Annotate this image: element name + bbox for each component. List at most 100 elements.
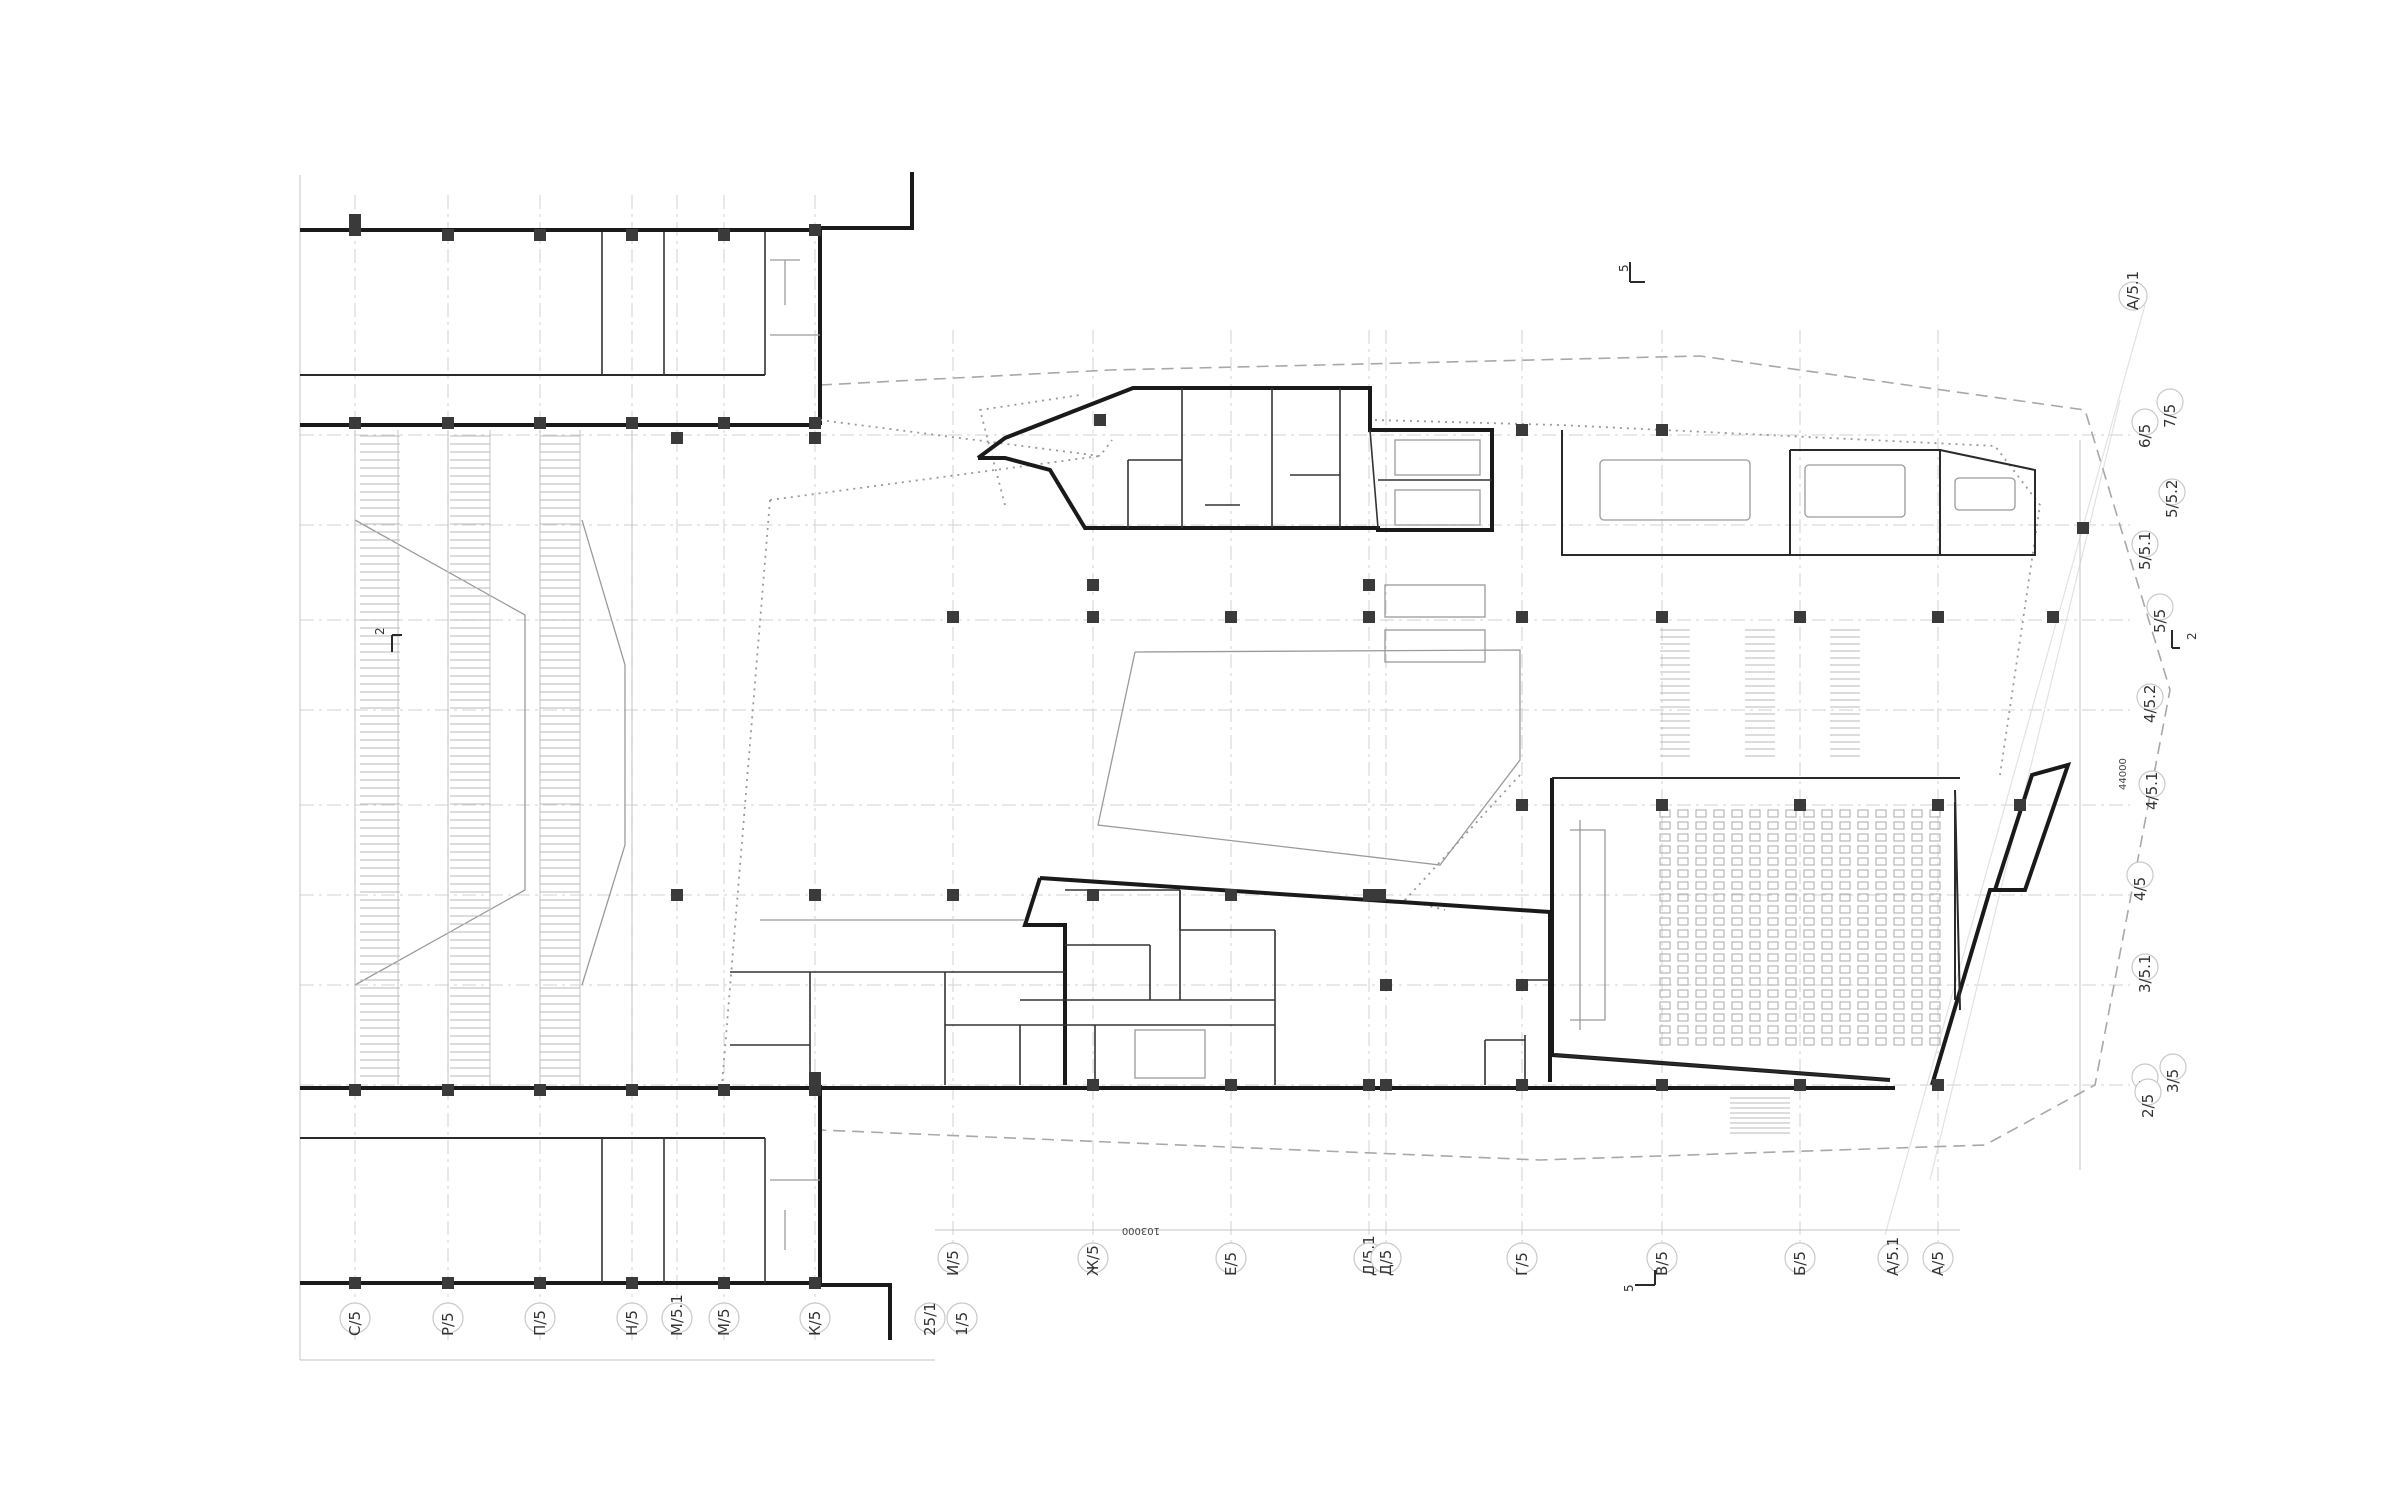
seat (1785, 905, 1797, 914)
seat (1839, 965, 1851, 974)
axis-bubble-r552: 5/5.2 (2158, 478, 2186, 518)
seat (1839, 845, 1851, 854)
seat (1659, 893, 1671, 902)
seat (1893, 953, 1905, 962)
structural-column (2047, 611, 2059, 623)
axis-bubble-G5: Г/5 (1506, 1242, 1538, 1276)
structural-column (809, 889, 821, 901)
section-mark-5-bottom: 5 (1622, 1270, 1656, 1292)
seat (1695, 893, 1707, 902)
seat (1803, 989, 1815, 998)
seat (1695, 809, 1707, 818)
seat (1731, 953, 1743, 962)
seat (1785, 929, 1797, 938)
seat (1677, 989, 1689, 998)
seat (1911, 857, 1923, 866)
dimensions: 103000 44000 (1122, 758, 2129, 1236)
seat (1749, 929, 1761, 938)
seat (1767, 857, 1779, 866)
seat (1731, 941, 1743, 950)
seat (1749, 857, 1761, 866)
seat (1767, 989, 1779, 998)
seat (1893, 869, 1905, 878)
auditorium-seats (1659, 809, 1941, 1046)
axis-bubble-E5: Е/5 (1215, 1242, 1247, 1276)
seat (1731, 857, 1743, 866)
seat (1839, 1025, 1851, 1034)
seat (1857, 881, 1869, 890)
seat (1821, 929, 1833, 938)
seat (1821, 845, 1833, 854)
seat (1695, 1025, 1707, 1034)
seat (1767, 1025, 1779, 1034)
seat (1785, 941, 1797, 950)
axis-label-r351: 3/5.1 (2136, 955, 2154, 993)
axis-bubble-r351: 3/5.1 (2131, 953, 2159, 993)
axis-label-G5: Г/5 (1513, 1252, 1531, 1276)
seat (1929, 857, 1941, 866)
structural-column (809, 417, 821, 429)
axis-label-I5: И/5 (944, 1250, 962, 1276)
seat (1767, 1001, 1779, 1010)
seat (1731, 1013, 1743, 1022)
seat (1659, 941, 1671, 950)
axis-bubble-r451: 4/5.1 (2138, 770, 2166, 810)
structural-column (1516, 799, 1528, 811)
seat (1857, 917, 1869, 926)
structural-column (626, 229, 638, 241)
seat (1749, 1013, 1761, 1022)
seat (1821, 869, 1833, 878)
seat (1929, 881, 1941, 890)
axis-label-Pi5: П/5 (531, 1310, 549, 1336)
axis-label-Zh5: Ж/5 (1084, 1245, 1102, 1276)
structural-column (1094, 414, 1106, 426)
seat (1911, 1001, 1923, 1010)
structural-column (1794, 799, 1806, 811)
columns (349, 214, 2089, 1289)
axis-bubble-A5: А/5 (1922, 1242, 1954, 1276)
structural-column (349, 1084, 361, 1096)
seat (1749, 869, 1761, 878)
axis-bubble-K5: К/5 (799, 1302, 831, 1336)
seat (1911, 929, 1923, 938)
seat (1803, 833, 1815, 842)
structural-column (1794, 611, 1806, 623)
seat (1911, 905, 1923, 914)
seat (1803, 905, 1815, 914)
seat (1821, 821, 1833, 830)
seat (1839, 893, 1851, 902)
seat (1893, 1001, 1905, 1010)
seat (1677, 977, 1689, 986)
structural-column (1932, 799, 1944, 811)
seat (1911, 845, 1923, 854)
seat (1893, 893, 1905, 902)
axis-bubble-r35: 3/5 (2159, 1053, 2187, 1093)
seat (1803, 977, 1815, 986)
seat (1929, 1001, 1941, 1010)
seat (1911, 893, 1923, 902)
structural-column (2077, 522, 2089, 534)
seat (1875, 965, 1887, 974)
seat (1857, 929, 1869, 938)
seat (1929, 953, 1941, 962)
seat (1821, 977, 1833, 986)
seat (1677, 845, 1689, 854)
seat (1695, 881, 1707, 890)
seat (1875, 821, 1887, 830)
conference-rooms (1561, 430, 2036, 556)
structural-column (1087, 1079, 1099, 1091)
seat (1659, 977, 1671, 986)
axis-bubble-V5: В/5 (1646, 1242, 1678, 1276)
structural-column (1932, 1079, 1944, 1091)
seat (1839, 833, 1851, 842)
seat (1695, 977, 1707, 986)
structural-column (1087, 579, 1099, 591)
seat (1659, 989, 1671, 998)
canopy-outline (819, 355, 2171, 1161)
seat (1803, 1025, 1815, 1034)
structural-column (1516, 611, 1528, 623)
seat (1731, 905, 1743, 914)
seat (1659, 1013, 1671, 1022)
seat (1911, 881, 1923, 890)
